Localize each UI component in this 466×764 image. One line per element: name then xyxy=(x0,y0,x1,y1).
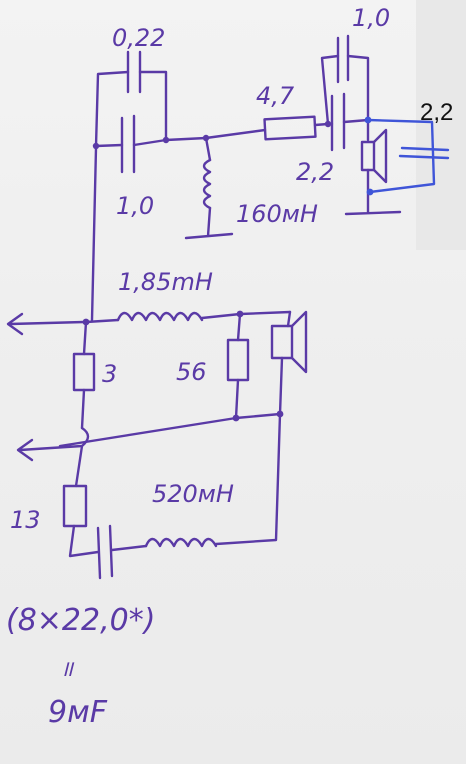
top-horizontal-wire xyxy=(164,128,267,142)
l520-wire-right xyxy=(214,412,282,546)
cap-bank-top-rail-right xyxy=(138,70,168,142)
junction-dot xyxy=(202,134,210,142)
tweeter-cap-rail-right xyxy=(346,54,370,120)
added-cap-wire xyxy=(366,118,436,194)
label-l-160mh: 160мН xyxy=(236,200,318,228)
label-r-4-7: 4,7 xyxy=(256,82,295,110)
junction-dot xyxy=(324,120,332,128)
cap-tweeter-10-symbol xyxy=(336,34,350,84)
r13-wire-bottom xyxy=(68,524,100,558)
inductor-160mh-symbol xyxy=(202,158,212,210)
resistor-3 xyxy=(72,352,96,392)
cap-9uf-symbol xyxy=(96,524,114,580)
cap-bank-lower-wire xyxy=(94,138,168,148)
junction-dot xyxy=(162,136,170,144)
added-cap-symbol xyxy=(398,146,450,160)
r3-wire-top xyxy=(82,320,88,356)
label-cap-22-tweeter: 2,2 xyxy=(296,158,334,186)
junction-dot xyxy=(232,414,240,422)
cap-10-symbol xyxy=(120,114,136,174)
inductor-160mh-ground xyxy=(184,206,234,240)
r56-wire-bottom xyxy=(234,378,240,420)
l-1-85-wire-right xyxy=(200,310,292,320)
label-r-56: 56 xyxy=(176,358,207,386)
label-equals: ॥ xyxy=(60,657,75,682)
label-cap-10-top: 1,0 xyxy=(116,192,154,220)
cap-tweeter-22-symbol xyxy=(330,92,346,152)
mid-return-wire xyxy=(58,412,282,448)
r3-wire-bottom xyxy=(80,388,86,430)
label-cap-022: 0,22 xyxy=(112,24,165,52)
label-r-13: 13 xyxy=(10,506,41,534)
inductor-1-85mh-symbol xyxy=(116,311,204,322)
input-arrow-top xyxy=(6,312,86,336)
inductor-520mh-symbol xyxy=(144,537,218,548)
label-cap-10-tweeter: 1,0 xyxy=(352,4,390,32)
label-cap-9uf: 9мF xyxy=(48,695,108,730)
added-cap-dot xyxy=(366,188,374,196)
tweeter-cap-rail-left xyxy=(320,54,340,126)
added-cap-dot xyxy=(364,116,372,124)
tweeter-body xyxy=(360,140,376,172)
annotation-panel xyxy=(416,0,466,250)
resistor-4-7 xyxy=(263,115,317,141)
label-cap-note: (8×22,0*) xyxy=(6,603,155,638)
r56-wire-top xyxy=(236,312,242,342)
label-l-520mh: 520мН xyxy=(152,480,234,508)
resistor-13 xyxy=(62,484,88,528)
junction-dot xyxy=(92,142,100,150)
woofer-wire-bottom xyxy=(278,356,284,416)
main-left-wire xyxy=(90,146,98,322)
tweeter-cap-lower-wire xyxy=(326,118,370,126)
resistor-56 xyxy=(226,338,250,382)
woofer-body xyxy=(270,324,294,360)
cap-9uf-wire-right xyxy=(110,544,148,552)
label-r-3: 3 xyxy=(102,360,117,388)
cap-022-symbol xyxy=(126,50,142,94)
cap-bank-top-rail xyxy=(94,70,130,148)
label-l-1-85mh: 1,85mH xyxy=(118,268,213,296)
woofer-wire-top xyxy=(286,310,292,328)
tweeter-cone xyxy=(372,128,388,184)
r13-wire-top xyxy=(74,444,84,488)
l-1-85-wire-left xyxy=(84,318,120,324)
woofer-cone xyxy=(290,310,308,374)
label-cap-22-added: 2,2 xyxy=(420,99,453,126)
inductor-160mh-wire xyxy=(204,136,212,162)
